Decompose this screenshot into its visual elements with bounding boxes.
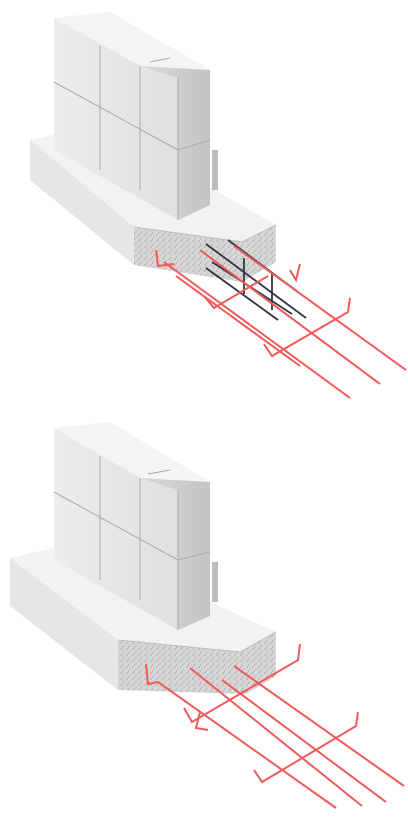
red-rebars-1 [155,245,407,399]
footing-side-1 [30,140,134,265]
red-rebars-2 [145,643,405,809]
rebar-stub-1 [212,150,218,190]
footing-side-2 [10,558,118,690]
wall-right-face-1 [140,66,210,220]
wall-top-2 [54,422,210,482]
wall-top-1 [54,12,210,70]
dark-cage-bars-1 [205,239,307,321]
block-joints-1 [53,46,211,220]
diagram-1 [30,12,407,399]
block-joints-2 [53,456,211,630]
footing-cut-face-2 [118,632,276,694]
wall-right-face-2 [140,478,210,630]
diagram-2 [10,422,405,809]
rebar-stub-2 [212,562,218,602]
